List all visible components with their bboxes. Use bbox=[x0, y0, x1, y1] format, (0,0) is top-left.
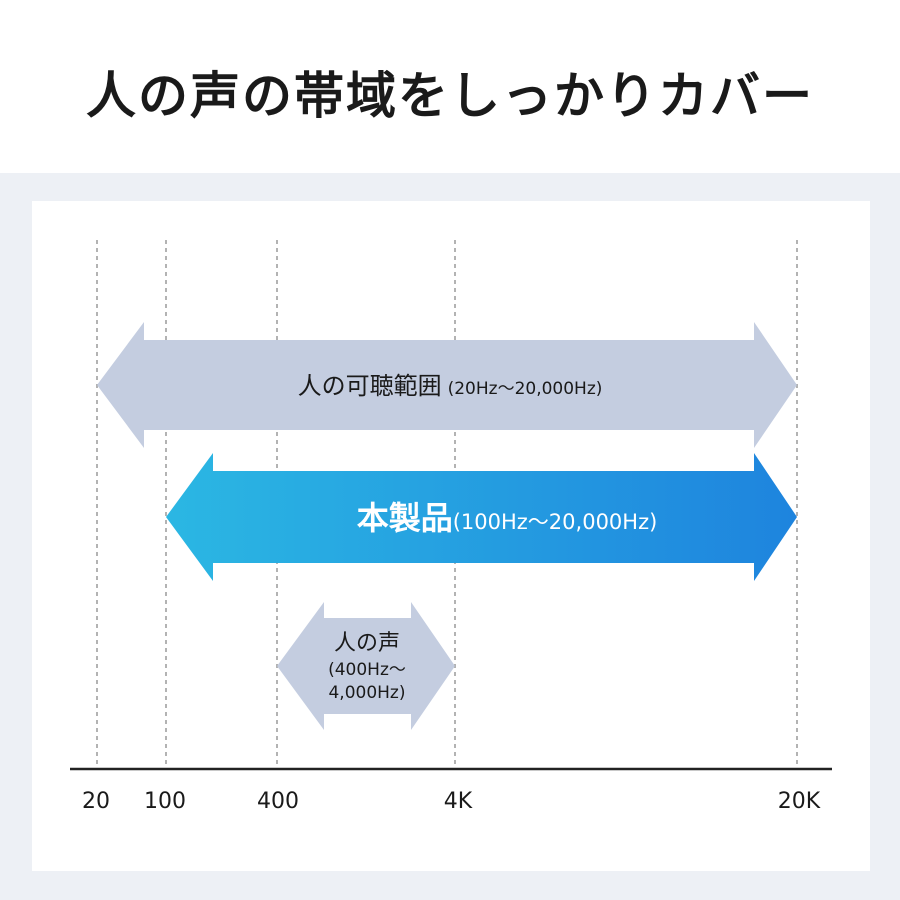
tick-label: 100 bbox=[144, 789, 186, 814]
tick-label: 20K bbox=[778, 789, 821, 814]
tick-label: 20 bbox=[82, 789, 110, 814]
human-voice-label: 人の声 bbox=[334, 631, 400, 656]
product-band bbox=[166, 453, 797, 581]
human-hearing-label: 人の可聴範囲(20Hz〜20,000Hz) bbox=[298, 372, 603, 400]
x-axis-ticks: 20 100 400 4K 20K bbox=[82, 789, 821, 814]
human-voice-range-1: (400Hz〜 bbox=[328, 660, 406, 680]
human-hearing-band bbox=[97, 322, 797, 448]
product-label: 本製品(100Hz〜20,000Hz) bbox=[357, 499, 658, 537]
human-voice-range-2: 4,000Hz) bbox=[328, 683, 405, 703]
tick-label: 4K bbox=[444, 789, 473, 814]
header: 人の声の帯域をしっかりカバー bbox=[0, 0, 900, 173]
page-title: 人の声の帯域をしっかりカバー bbox=[86, 65, 814, 125]
tick-label: 400 bbox=[257, 789, 299, 814]
human-voice-band bbox=[277, 602, 455, 730]
